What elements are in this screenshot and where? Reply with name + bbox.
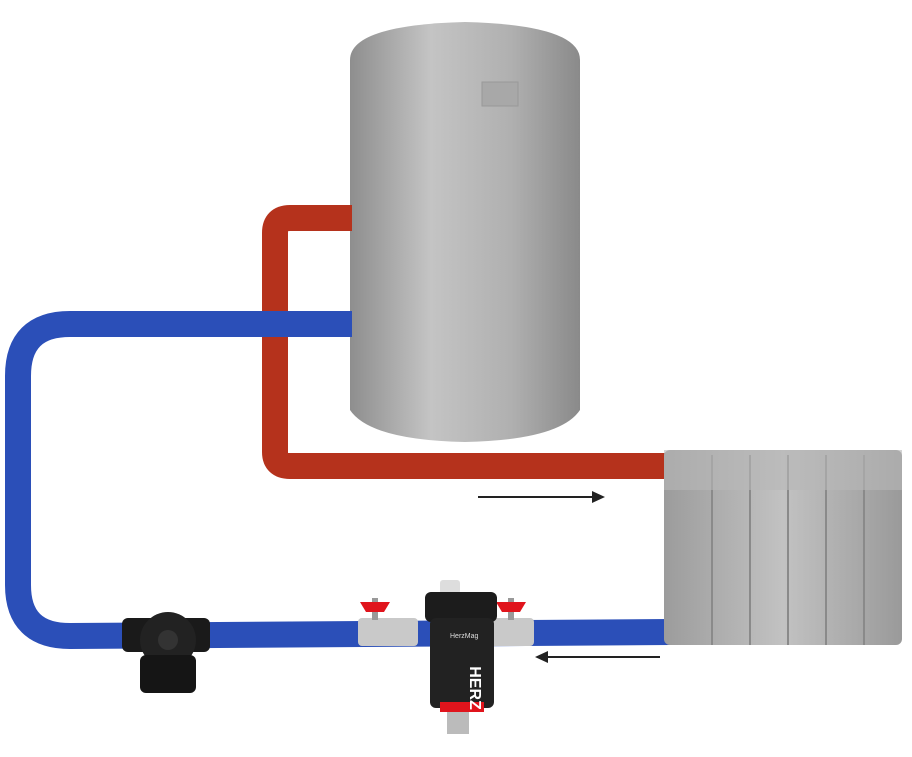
water-heater-tank [350,22,580,442]
return-flow-arrow [535,651,660,663]
left-ball-valve [358,598,418,646]
filter-model-label: HerzMag [450,633,479,640]
circulation-pump [122,612,210,693]
supply-flow-arrow [478,491,605,503]
radiator [664,450,902,645]
magnetic-filter: HerzMag HERZ [425,580,497,734]
right-ball-valve [488,598,534,646]
return-pipe [5,311,671,649]
hot-supply-pipe [262,205,670,479]
herz-logo: HERZ [466,666,483,710]
